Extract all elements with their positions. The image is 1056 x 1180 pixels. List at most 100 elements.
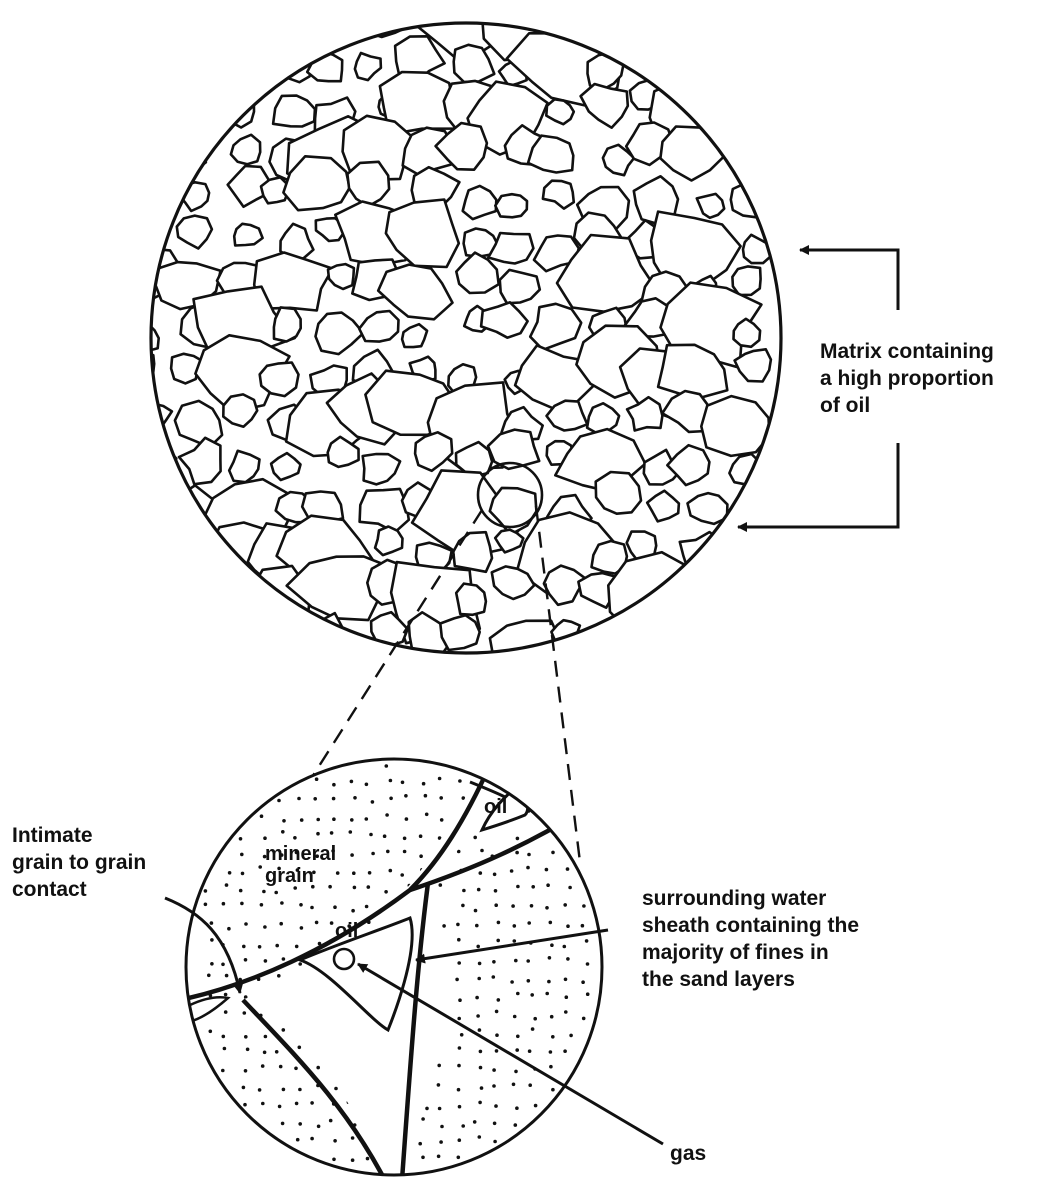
sand-sample-circle (118, 0, 781, 669)
stipple-dot (246, 1048, 250, 1052)
stipple-dot (239, 889, 243, 893)
stipple-dot (300, 926, 304, 930)
stipple-dot (298, 1122, 302, 1126)
stipple-dot (260, 903, 264, 907)
sand-grain (591, 626, 623, 652)
stipple-dot (496, 939, 500, 943)
matrix-label-line-1: Matrix containing (820, 338, 994, 365)
stipple-dot (422, 782, 426, 786)
stipple-dot (371, 852, 375, 856)
stipple-dot (480, 849, 484, 853)
stipple-dot (515, 1106, 519, 1110)
stipple-dot (210, 938, 214, 942)
stipple-dot (350, 780, 354, 784)
stipple-dot (492, 1068, 496, 1072)
stipple-dot (425, 813, 429, 817)
stipple-dot (513, 939, 517, 943)
stipple-dot (261, 1064, 265, 1068)
stipple-dot (510, 980, 514, 984)
stipple-dot (263, 1051, 267, 1055)
stipple-dot (551, 851, 555, 855)
water-sheath-label: surrounding water sheath containing the … (642, 885, 859, 993)
stipple-dot (476, 1014, 480, 1018)
stipple-dot (548, 956, 552, 960)
sand-grain (495, 194, 527, 217)
stipple-dot (516, 837, 520, 841)
stipple-dot (527, 853, 531, 857)
stipple-dot (477, 888, 481, 892)
stipple-dot (439, 796, 443, 800)
stipple-dot (458, 1046, 462, 1050)
stipple-dot (563, 903, 567, 907)
stipple-dot (514, 959, 518, 963)
stipple-dot (461, 1124, 465, 1128)
stipple-dot (456, 923, 460, 927)
sand-grain (133, 220, 161, 241)
sand-grain (736, 490, 779, 525)
stipple-dot (439, 883, 443, 887)
stipple-dot (404, 794, 408, 798)
stipple-dot (224, 1010, 228, 1014)
sand-grain (680, 568, 709, 600)
stipple-dot (336, 871, 340, 875)
stipple-dot (515, 851, 519, 855)
stipple-dot (492, 1084, 496, 1088)
stipple-dot (351, 1158, 355, 1162)
sand-grain (701, 396, 769, 456)
stipple-dot (586, 962, 590, 966)
stipple-dot (240, 902, 244, 906)
stipple-dot (512, 1083, 516, 1087)
stipple-dot (365, 817, 369, 821)
stipple-dot (227, 927, 231, 931)
stipple-dot (473, 836, 477, 840)
stipple-dot (350, 818, 354, 822)
stipple-dot (457, 1088, 461, 1092)
stipple-dot (516, 1035, 520, 1039)
oil-label-large: oil (335, 920, 358, 942)
stipple-dot (330, 921, 334, 925)
stipple-dot (475, 924, 479, 928)
stipple-dot (240, 853, 244, 857)
stipple-dot (210, 921, 214, 925)
stipple-dot (545, 992, 549, 996)
stipple-dot (528, 1049, 532, 1053)
stipple-dot (564, 978, 568, 982)
stipple-dot (244, 1035, 248, 1039)
stipple-dot (315, 777, 319, 781)
stipple-dot (566, 924, 570, 928)
stipple-dot (353, 886, 357, 890)
stipple-dot (480, 1086, 484, 1090)
stipple-dot (264, 1035, 268, 1039)
stipple-dot (223, 1047, 227, 1051)
stipple-dot (263, 925, 267, 929)
stipple-dot (440, 818, 444, 822)
stipple-dot (222, 902, 226, 906)
stipple-dot (383, 834, 387, 838)
stipple-dot (438, 1107, 442, 1111)
matrix-label: Matrix containing a high proportion of o… (820, 338, 994, 419)
stipple-dot (244, 958, 248, 962)
stipple-dot (385, 764, 389, 768)
stipple-dot (369, 833, 373, 837)
stipple-dot (492, 960, 496, 964)
stipple-dot (479, 871, 483, 875)
stipple-dot (478, 1028, 482, 1032)
stipple-dot (514, 1123, 518, 1127)
stipple-dot (279, 1065, 283, 1069)
stipple-dot (405, 817, 409, 821)
stipple-dot (221, 963, 225, 967)
stipple-dot (258, 1088, 262, 1092)
stipple-dot (275, 1050, 279, 1054)
stipple-dot (264, 959, 268, 963)
stipple-dot (442, 924, 446, 928)
stipple-dot (315, 921, 319, 925)
stipple-dot (421, 1156, 425, 1160)
grain-contact-label-line-1: Intimate (12, 822, 146, 849)
stipple-dot (368, 871, 372, 875)
mineral-grain-label-line-1: mineral (265, 843, 336, 865)
stipple-dot (295, 1102, 299, 1106)
stipple-dot (294, 1067, 298, 1071)
stipple-dot (437, 1064, 441, 1068)
stipple-dot (400, 873, 404, 877)
